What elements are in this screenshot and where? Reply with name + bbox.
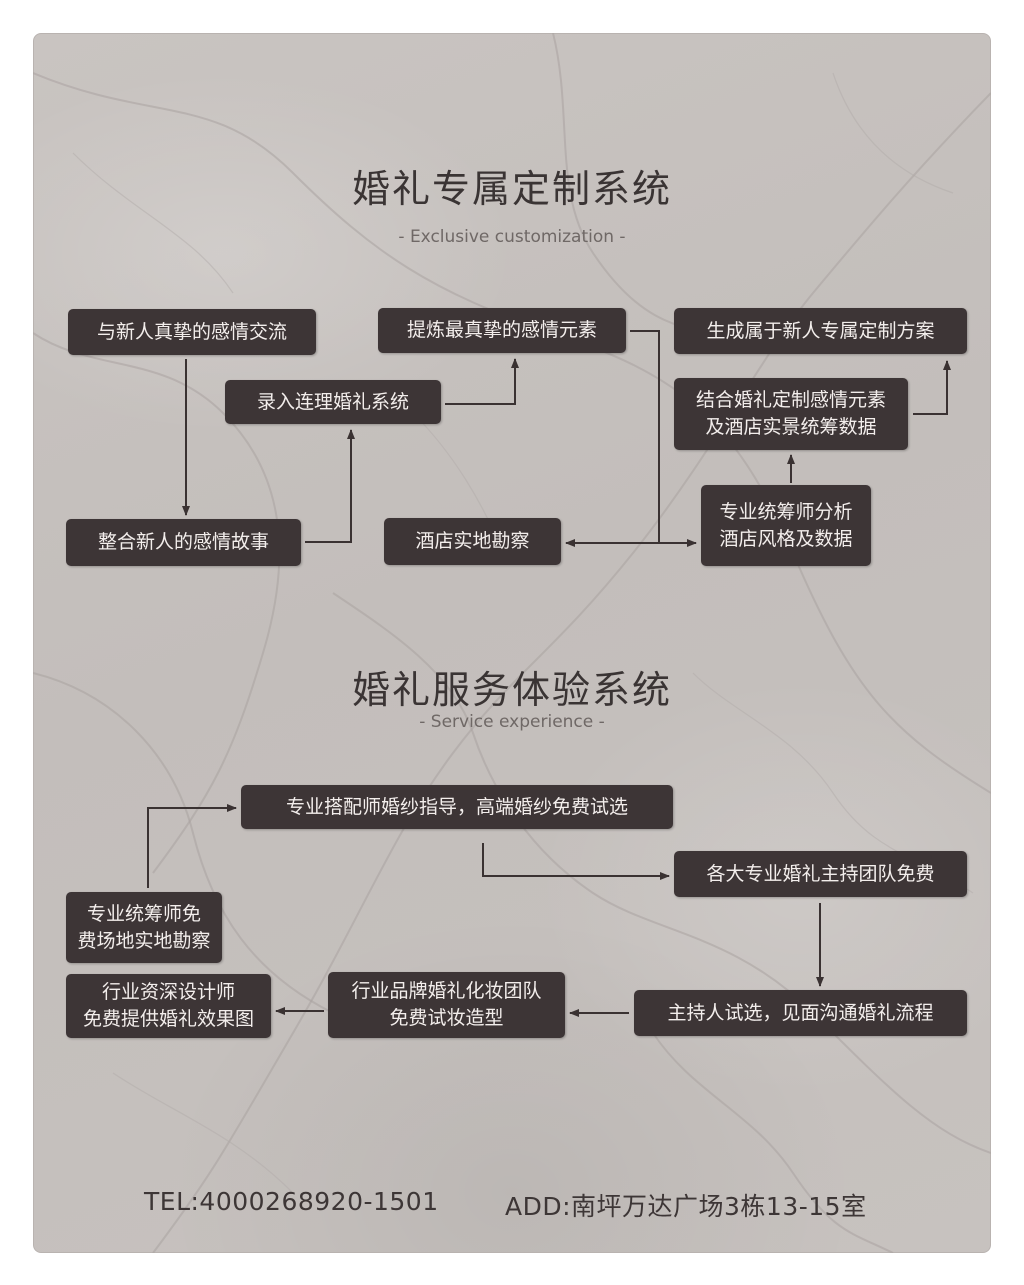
node-analyst: 专业统筹师分析 酒店风格及数据 xyxy=(701,485,871,566)
arrow-combine-to-plan xyxy=(913,360,951,415)
node-emotion-exchange-label: 与新人真挚的感情交流 xyxy=(96,320,287,343)
node-gown-guide: 专业搭配师婚纱指导，高端婚纱免费试选 xyxy=(241,785,673,829)
custom-section-title: 婚礼专属定制系统 xyxy=(351,167,672,211)
node-emotion-exchange: 与新人真挚的感情交流 xyxy=(68,309,316,355)
node-hotel-survey-label: 酒店实地勘察 xyxy=(415,530,530,552)
node-input-system: 录入连理婚礼系统 xyxy=(225,380,441,424)
node-planner-survey: 专业统筹师免 费场地实地勘察 xyxy=(66,892,222,963)
footer-tel: TEL:4000268920-1501 xyxy=(144,1187,439,1216)
node-integrate-story-label: 整合新人的感情故事 xyxy=(97,531,269,553)
arrow-input-to-refine xyxy=(445,358,519,405)
service-section-subtitle: - Service experience - xyxy=(419,712,605,732)
node-designer-line2: 免费提供婚礼效果图 xyxy=(82,1008,254,1030)
node-makeup-team-line2: 免费试妆造型 xyxy=(389,1007,504,1029)
poster-card: 婚礼专属定制系统 - Exclusive customization - 与新人… xyxy=(33,33,991,1253)
arrow-gown-to-host-team xyxy=(482,843,670,880)
node-planner-survey-line2: 费场地实地勘察 xyxy=(77,929,211,952)
node-host-team-label: 各大专业婚礼主持团队免费 xyxy=(706,862,935,885)
node-integrate-story: 整合新人的感情故事 xyxy=(66,519,301,566)
node-host-trial: 主持人试选，见面沟通婚礼流程 xyxy=(634,990,967,1036)
service-section-title: 婚礼服务体验系统 xyxy=(351,668,672,712)
line-refine-to-junction xyxy=(630,330,660,543)
node-host-trial-label: 主持人试选，见面沟通婚礼流程 xyxy=(667,1001,934,1024)
footer-address: ADD:南坪万达广场3栋13-15室 xyxy=(505,1192,867,1221)
custom-section-subtitle: - Exclusive customization - xyxy=(398,227,626,247)
node-host-team: 各大专业婚礼主持团队免费 xyxy=(674,851,967,897)
node-generate-plan: 生成属于新人专属定制方案 xyxy=(674,308,967,354)
node-gown-guide-label: 专业搭配师婚纱指导，高端婚纱免费试选 xyxy=(285,795,628,818)
node-refine-elements-label: 提炼最真挚的感情元素 xyxy=(406,319,597,341)
node-hotel-survey: 酒店实地勘察 xyxy=(384,518,561,565)
marble-texture xyxy=(33,33,991,1253)
node-makeup-team: 行业品牌婚礼化妆团队 免费试妆造型 xyxy=(328,972,565,1038)
node-makeup-team-line1: 行业品牌婚礼化妆团队 xyxy=(351,980,542,1002)
node-designer: 行业资深设计师 免费提供婚礼效果图 xyxy=(66,974,271,1038)
node-combine-data-line2: 及酒店实景统筹数据 xyxy=(705,416,877,438)
arrow-story-to-input xyxy=(305,429,355,543)
node-refine-elements: 提炼最真挚的感情元素 xyxy=(378,308,626,353)
node-combine-data-line1: 结合婚礼定制感情元素 xyxy=(695,389,886,411)
node-combine-data: 结合婚礼定制感情元素 及酒店实景统筹数据 xyxy=(674,378,908,450)
flow-connectors xyxy=(147,330,951,1017)
node-input-system-label: 录入连理婚礼系统 xyxy=(256,390,409,413)
node-generate-plan-label: 生成属于新人专属定制方案 xyxy=(706,319,935,342)
node-analyst-line2: 酒店风格及数据 xyxy=(719,527,853,550)
node-designer-line1: 行业资深设计师 xyxy=(101,981,235,1003)
node-planner-survey-line1: 专业统筹师免 xyxy=(86,902,201,925)
arrow-planner-to-gown xyxy=(147,804,237,888)
node-analyst-line1: 专业统筹师分析 xyxy=(719,500,853,523)
